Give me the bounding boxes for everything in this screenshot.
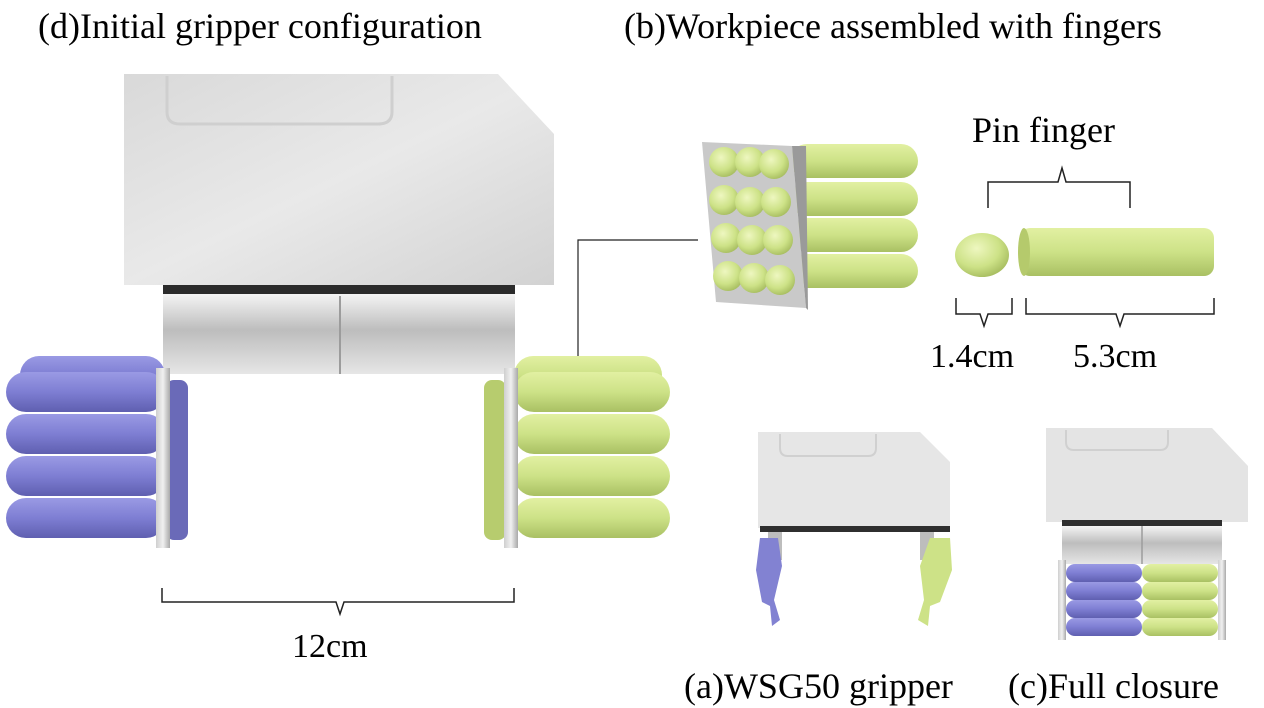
shaft-length-label: 5.3cm [1073,338,1158,375]
main-right-plate [504,368,518,548]
main-housing-recess [165,76,394,126]
pin-head-grid [709,147,795,295]
finger-assembly [702,142,918,310]
leader-line [577,239,698,356]
wsg50-left-finger [756,538,782,626]
closure-right-plate [1218,560,1226,640]
pin-finger-bracket [987,165,1131,208]
closure-left-plate [1058,560,1066,640]
closure-jaw-right [1142,526,1222,564]
opening-width-label: 12cm [292,628,368,665]
main-jaw-right [340,294,515,374]
closure-jaw-left [1062,526,1142,564]
main-right-finger [484,356,670,548]
panel-c-title: (c)Full closure [1008,666,1219,706]
main-gripper [124,74,554,374]
pin-shaft [1018,228,1214,276]
panel-b-title: (b)Workpiece assembled with fingers [624,6,1162,46]
main-left-finger [6,356,188,548]
pin-head [955,233,1009,277]
pin-finger-label: Pin finger [972,110,1115,150]
opening-width-bracket [161,588,515,617]
main-left-plate [156,368,170,548]
full-closure-gripper [1046,428,1248,640]
head-length-label: 1.4cm [930,338,1015,375]
main-jaw-left [163,294,340,374]
head-length-bracket [955,298,1013,329]
main-housing [124,74,554,285]
main-housing-base [163,285,515,295]
panel-d-title: (d)Initial gripper configuration [38,6,482,46]
wsg50-right-finger [918,538,952,626]
wsg50-gripper [756,432,952,626]
panel-a-title: (a)WSG50 gripper [684,666,953,706]
shaft-length-bracket [1025,298,1215,329]
